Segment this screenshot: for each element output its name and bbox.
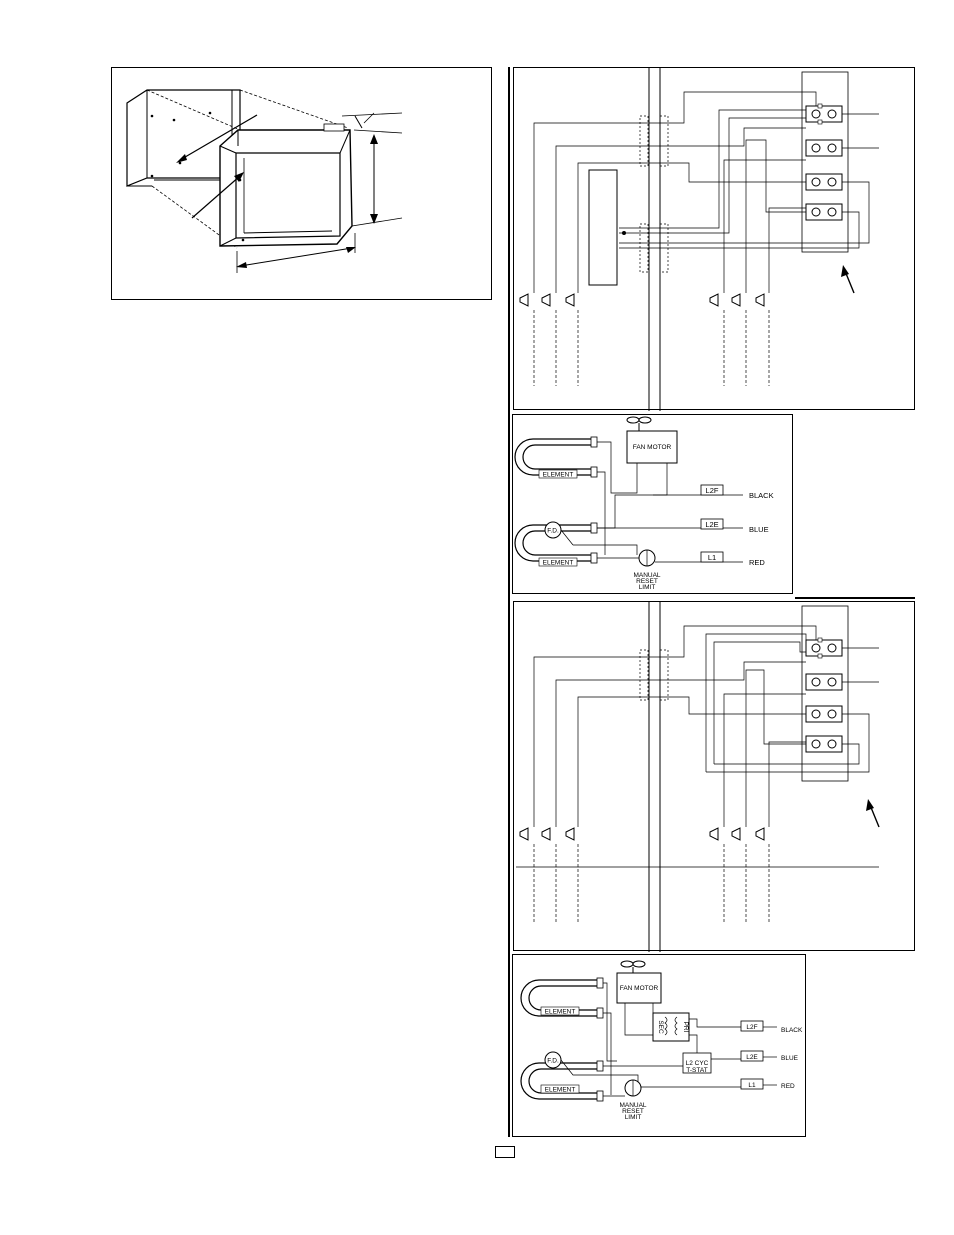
- fan-icon: [620, 960, 646, 973]
- terminal-strip: [805, 103, 843, 221]
- wire-black-label: BLACK: [749, 491, 774, 500]
- terminal-diagram-lower-svg: [516, 602, 880, 952]
- sec-label: SEC: [657, 1020, 664, 1034]
- terminal-diagram-upper-svg: [519, 68, 879, 411]
- pri-label: PRI: [682, 1022, 689, 1033]
- element-lower-label: ELEMENT: [545, 1087, 576, 1094]
- wiring-schematic-top-svg: FAN MOTOR ELEMENT ELEMENT F.D. MANUAL RE…: [514, 416, 774, 591]
- page-number-box: [495, 1146, 515, 1158]
- limit-label-2: RESET: [636, 578, 658, 585]
- wire-black-label: BLACK: [781, 1027, 803, 1034]
- limit-label-3: LIMIT: [639, 584, 656, 591]
- tag-l1: L1: [708, 553, 716, 562]
- tag-l2e: L2E: [705, 520, 718, 529]
- tag-l1: L1: [748, 1082, 756, 1089]
- fd-label: F.D.: [547, 528, 559, 535]
- frame-illustration-panel: [111, 67, 492, 300]
- column-divider: [508, 67, 510, 1137]
- fan-motor-label: FAN MOTOR: [620, 985, 659, 992]
- wire-nuts-lower-left: [519, 827, 575, 841]
- wire-nuts-right: [709, 293, 765, 307]
- terminal-diagram-upper: [513, 67, 915, 411]
- tag-l2e: L2E: [746, 1054, 758, 1061]
- wire-red-label: RED: [781, 1083, 795, 1090]
- wire-red-label: RED: [749, 558, 765, 567]
- terminal-strip-lower: [805, 637, 843, 753]
- wire-nuts-left: [519, 293, 575, 307]
- limit-label-1: MANUAL: [633, 572, 660, 579]
- fan-motor-label: FAN MOTOR: [633, 444, 672, 451]
- tstat-terminals-label: L2 CYC: [686, 1060, 709, 1067]
- element-upper-label: ELEMENT: [543, 472, 574, 479]
- wire-blue-label: BLUE: [749, 525, 769, 534]
- limit-label-1: MANUAL: [619, 1102, 646, 1109]
- wiring-schematic-bottom-svg: FAN MOTOR ELEMENT ELEMENT F.D. SEC PRI L…: [520, 960, 803, 1121]
- frame-illustration: [126, 89, 403, 273]
- tag-l2f: L2F: [706, 486, 719, 495]
- element-lower-label: ELEMENT: [543, 560, 574, 567]
- wiring-schematic-bottom: FAN MOTOR ELEMENT ELEMENT F.D. SEC PRI L…: [512, 954, 806, 1137]
- limit-label-2: RESET: [622, 1108, 644, 1115]
- limit-label-3: LIMIT: [625, 1114, 642, 1121]
- tag-l2f: L2F: [746, 1024, 757, 1031]
- wiring-schematic-top: FAN MOTOR ELEMENT ELEMENT F.D. MANUAL RE…: [512, 414, 793, 594]
- wire-blue-label: BLUE: [781, 1055, 799, 1062]
- fan-icon: [626, 416, 652, 431]
- fd-label: F.D.: [547, 1058, 559, 1065]
- tstat-label: T-STAT: [686, 1067, 707, 1074]
- element-upper-label: ELEMENT: [545, 1009, 576, 1016]
- wire-nuts-lower-right: [709, 827, 765, 841]
- section-rule: [795, 597, 915, 599]
- terminal-diagram-lower: [513, 601, 915, 952]
